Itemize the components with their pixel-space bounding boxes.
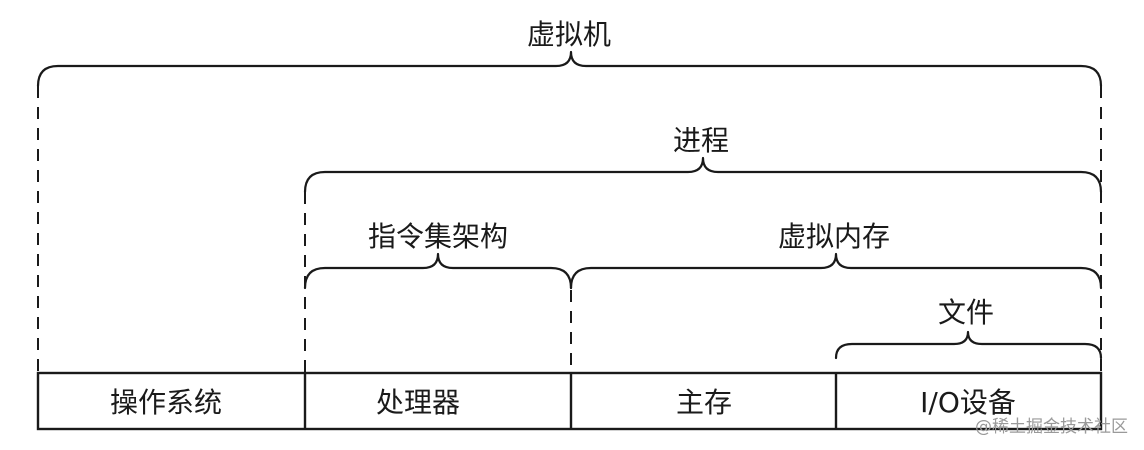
box-os: 操作系统 bbox=[110, 386, 222, 419]
label-process: 进程 bbox=[673, 124, 729, 157]
boxes-row-frame bbox=[36, 371, 1103, 431]
watermark: @稀土掘金技术社区 bbox=[975, 417, 1128, 437]
label-virtual-memory: 虚拟内存 bbox=[778, 220, 890, 253]
box-processor: 处理器 bbox=[376, 386, 460, 419]
label-file: 文件 bbox=[938, 296, 994, 329]
brace-isa bbox=[303, 252, 573, 290]
label-isa: 指令集架构 bbox=[368, 220, 508, 253]
brace-process bbox=[303, 156, 1103, 194]
box-io-devices: I/O设备 bbox=[920, 386, 1016, 419]
brace-file bbox=[834, 330, 1103, 360]
box-main-memory: 主存 bbox=[676, 386, 732, 419]
brace-virtual-memory bbox=[569, 252, 1103, 290]
label-virtual-machine: 虚拟机 bbox=[527, 18, 611, 51]
brace-virtual-machine bbox=[36, 50, 1103, 88]
